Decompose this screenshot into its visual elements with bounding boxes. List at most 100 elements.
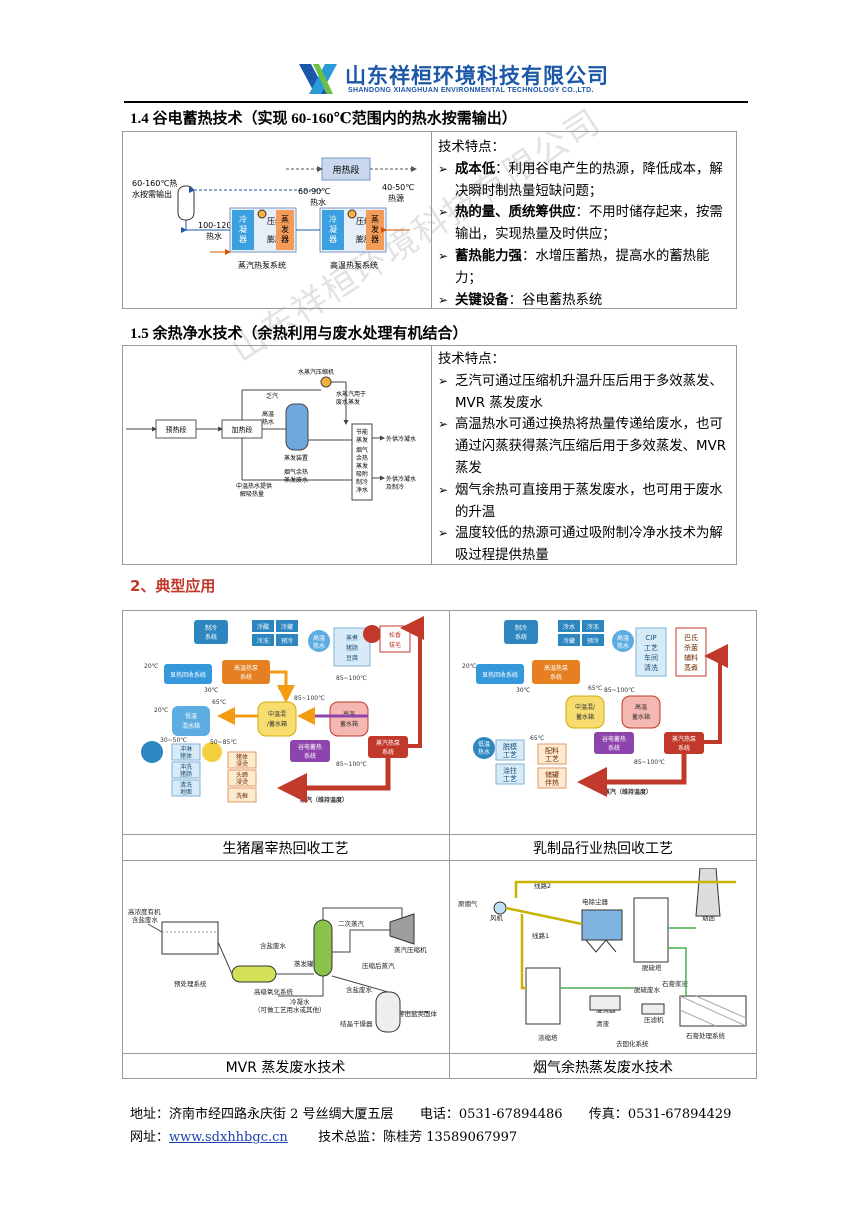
diagram-label: 乏汽 — [266, 392, 278, 400]
diagram-label: 混水箱 — [182, 722, 200, 730]
diagram-label: 浸烫 — [236, 778, 248, 786]
section-1-5-table — [122, 345, 737, 565]
diagram-label: 烟气余热 — [284, 468, 308, 476]
diagram-label: 猪肠 — [180, 770, 192, 778]
diagram-label: 高温热泵 — [234, 664, 258, 672]
diagram-label: 头蹄 — [236, 771, 248, 779]
diagram-label: 系统 — [304, 752, 316, 760]
diagram-label: 系统 — [515, 633, 527, 641]
storage-tank — [177, 185, 195, 221]
mvr-diagram: 高浓度有机 含盐废水 预处理系统 高级氧化系统 含盐废水 含盐废水 蒸发罐 二次… — [128, 907, 438, 1033]
diagram-label: 蒸汽（维持温度） — [300, 796, 348, 804]
diagram-label: 冲淋 — [180, 745, 192, 753]
diagram-label: 石膏处理系统 — [686, 1031, 726, 1040]
hp1-label: 蒸汽热泵系统 — [238, 260, 286, 270]
caption-dairy: 乳制品行业热回收工艺 — [533, 841, 673, 857]
diagram-label: 高温 — [635, 703, 647, 711]
address: 济南市经四路永庆街 2 号丝绸大厦五层 — [169, 1107, 394, 1122]
feature-item: 乏汽可通过压缩机升温升压后用于多效蒸发、MVR 蒸发废水 — [438, 371, 733, 415]
diagram-label: 系统 — [205, 633, 217, 641]
website-link[interactable]: www.sdxhhbgc.cn — [169, 1130, 288, 1145]
diagram-label: 工艺 — [503, 775, 517, 783]
diagram-label: 高温热泵 — [544, 664, 568, 672]
diagram-label: 热水 — [262, 418, 274, 426]
diagram-label: 涂拄 — [503, 766, 517, 775]
diagram-label: 猪肠 — [346, 644, 358, 652]
diagram-label: 吸附 — [356, 470, 368, 478]
diagram-label: 85~100℃ — [294, 695, 325, 702]
diagram-label: 热水 — [313, 642, 325, 650]
diagram-label: 中温混/ — [575, 703, 596, 711]
diagram-label: 清液 — [596, 1019, 610, 1028]
diagram-label: 风机 — [490, 913, 504, 922]
feature-item: 关键设备：谷电蓄热系统 — [438, 290, 733, 312]
header-rule — [124, 101, 748, 103]
diagram-label: 冷冻 — [587, 623, 599, 631]
diagram-label: 线路2 — [534, 881, 551, 890]
diagram-label: 水按需输出 — [132, 189, 172, 199]
diagram-label: 系统 — [608, 744, 620, 752]
diagram-label: 及制冷 — [386, 483, 404, 491]
diagram-label: 蒸发 — [356, 462, 368, 470]
section-1-5-features: 技术特点： 乏汽可通过压缩机升温升压后用于多效蒸发、MVR 蒸发废水 高温热水可… — [438, 349, 733, 567]
evaporator-vessel — [285, 403, 309, 451]
diagram-label: 工艺 — [545, 755, 559, 763]
diagram-label: 低温 — [478, 740, 490, 748]
diagram-label: 制冷 — [356, 478, 368, 486]
diagram-label: 烟囱 — [702, 913, 715, 922]
footer-line-2: 网址：www.sdxhhbgc.cn 技术总监：陈桂芳 13589067997 — [130, 1130, 518, 1145]
flue-gas-diagram: 原烟气 风机 线路2 线路1 电除尘器 脱硫塔 烟囱 浓缩塔 脱硫废水 旋流器 … — [458, 868, 747, 1048]
diagram-label: 热水 — [310, 197, 326, 207]
diagram-label: 发 — [281, 224, 289, 234]
diagram-label: 高温 — [313, 634, 325, 642]
diagram-label: 含盐废水 — [260, 941, 287, 950]
diagram-label: 20℃ — [144, 663, 159, 670]
diagram-label: 高温 — [617, 634, 629, 642]
diagram-label: /蓄水箱 — [267, 720, 287, 728]
diagram-label: 蒸汽热泵 — [376, 739, 400, 747]
diagram-label: 发 — [371, 224, 379, 234]
diagram-label: 85~100℃ — [336, 675, 367, 682]
diagram-label: 蒸汽热泵 — [672, 735, 696, 743]
diagram-label: 65℃ — [212, 699, 227, 706]
diagram-label: 蒸发 — [356, 436, 368, 444]
diagram-label: CIP — [645, 634, 656, 642]
diagram-label: 低温 — [185, 712, 197, 720]
diagram-label: 冷 — [239, 214, 247, 224]
diagram-label: 冷藏 — [281, 623, 293, 631]
condenser-1 — [232, 210, 254, 250]
diagram-label: 线路1 — [532, 931, 549, 940]
diagram-label: 器 — [281, 235, 289, 244]
waste-heat-water-diagram: 预热段 加热段 水蒸汽压缩机 乏汽 高温 热水 蒸发装置 水蒸汽用于 废水蒸发 … — [126, 368, 416, 501]
diagram-label: 烟气 — [356, 446, 368, 454]
diagram-label: 脱硫塔 — [642, 963, 662, 972]
evaporator-tank — [313, 919, 333, 977]
diagram-label: 猪体 — [180, 752, 192, 760]
diagram-label: 工艺 — [644, 644, 658, 652]
section-1-4-features: 技术特点： 成本低：利用谷电产生的热源，降低成本，解决瞬时制热量短缺问题； 热的… — [438, 137, 733, 311]
diagram-label: 蒸汽（维持温度） — [604, 788, 652, 796]
diagram-label: 结晶干燥器 — [340, 1019, 373, 1028]
diagram-label: 蒸汽压缩机 — [394, 945, 427, 954]
diagram-label: 清洗 — [180, 781, 192, 789]
diagram-label: 预处理系统 — [174, 979, 207, 988]
esp-unit — [581, 909, 623, 941]
compressor-shape — [389, 913, 415, 945]
diagram-label: 20℃ — [154, 707, 169, 714]
diagram-label: 蒸 — [371, 214, 379, 224]
diagram-label: 二次蒸汽 — [338, 919, 365, 928]
diagram-label: 电除尘器 — [582, 897, 609, 906]
diagram-label: 器 — [239, 235, 247, 244]
section-1-4-table — [122, 131, 737, 309]
diagram-label: 豆腐 — [346, 654, 358, 662]
hp2-label: 高温热泵系统 — [330, 260, 378, 270]
diagram-label: 85~100℃ — [634, 759, 665, 766]
diagram-label: 高级氧化系统 — [254, 987, 294, 996]
diagram-label: 热源 — [388, 193, 404, 203]
feature-item: 高温热水可通过换热将热量传递给废水，也可通过闪蒸获得蒸汽压缩后用于多效蒸发、MV… — [438, 414, 733, 479]
diagram-label: 猪体 — [236, 753, 248, 761]
diagram-label: 30℃ — [516, 687, 531, 694]
diagram-label: 谷电蓄热 — [298, 743, 322, 751]
diagram-label: 冷藏 — [563, 637, 575, 645]
